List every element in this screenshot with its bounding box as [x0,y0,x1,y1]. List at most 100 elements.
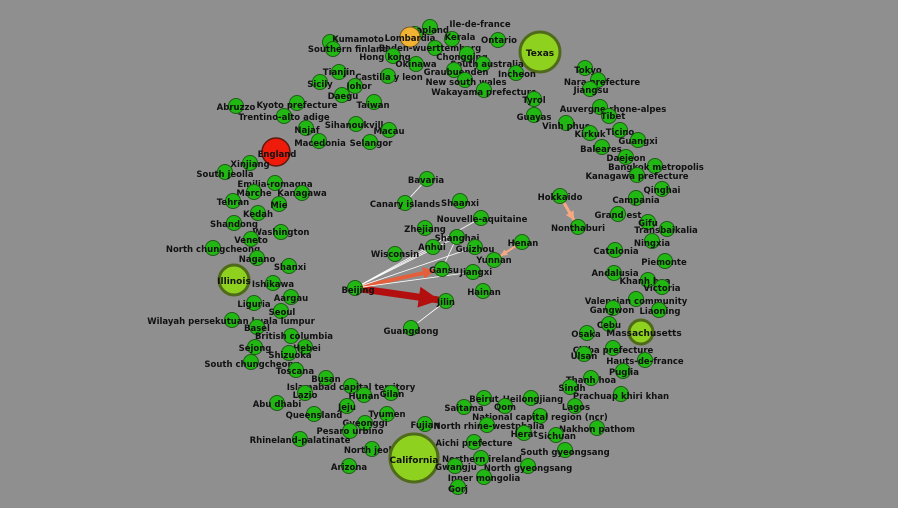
node-circle-busan[interactable] [318,370,334,386]
node-circle-hebei[interactable] [297,339,313,355]
node-circle-gyeonggi[interactable] [357,415,373,431]
node-circle-south-australia[interactable] [475,56,491,72]
node-macedonia[interactable]: Macedonia [294,133,346,150]
node-puglia[interactable]: Puglia [609,363,639,379]
node-graubuenden[interactable]: Graubuenden [424,62,489,79]
node-sihanoukville[interactable]: Sihanoukville [325,116,390,132]
node-liguria[interactable]: Liguria [237,295,271,311]
node-chongqing[interactable]: Chongqing [436,46,488,64]
node-circle-kerala[interactable] [444,31,460,47]
node-circle-tyrol[interactable] [526,91,542,107]
node-circle-chongqing[interactable] [459,46,475,62]
node-shandong[interactable]: Shandong [210,215,258,231]
node-circle-gorj[interactable] [450,479,466,495]
node-aargau[interactable]: Aargau [274,289,308,305]
node-kanagawa-prefecture[interactable]: Kanagawa prefecture [585,167,689,183]
node-circle-tibet[interactable] [601,108,617,124]
node-circle-wilayah-persekutuan-kuala-lumpur[interactable] [224,312,240,328]
node-guangdong[interactable]: Guangdong [384,320,439,338]
node-circle-bangkok-metropolis[interactable] [647,158,663,174]
node-circle-trentino-alto-adige[interactable] [276,108,292,124]
node-fujian[interactable]: Fujian [410,416,440,432]
node-circle-shizuoka[interactable] [281,345,297,361]
node-tokyo[interactable]: Tokyo [574,60,602,77]
node-rhineland-palatinate[interactable]: Rhineland-palatinate [250,431,351,447]
node-hong-kong[interactable]: Hong kong [359,48,411,64]
node-circle-veneto[interactable] [243,231,259,247]
node-circle-queensland[interactable] [306,406,322,422]
node-castilla-y-leon[interactable]: Castilla y leon [355,68,423,84]
node-england[interactable]: England [258,137,297,167]
node-circle-hainan[interactable] [475,283,491,299]
node-circle-piemonte[interactable] [657,253,673,269]
node-andalusia[interactable]: Andalusia [591,265,639,281]
node-saitama[interactable]: Saitama [444,399,484,415]
node-circle-abu-dhabi[interactable] [269,395,285,411]
node-thanh-hoa[interactable]: Thanh hoa [566,370,617,387]
node-circle-guangdong[interactable] [403,320,419,336]
node-circle-washington[interactable] [273,224,289,240]
node-circle-ulsan[interactable] [576,346,592,362]
node-taiwan[interactable]: Taiwan [357,94,390,112]
node-wilayah-persekutuan-kuala-lumpur[interactable]: Wilayah persekutuan kuala lumpur [147,312,316,328]
node-shaanxi[interactable]: Shaanxi [441,193,479,210]
node-campania[interactable]: Campania [612,190,660,207]
node-circle-najaf[interactable] [298,120,314,136]
node-islamabad-capital-territory[interactable]: Islamabad capital territory [287,378,416,394]
node-circle-seoul[interactable] [273,303,289,319]
node-baleares[interactable]: Baleares [580,139,622,156]
node-sejong[interactable]: Sejong [239,339,272,355]
node-circle-zhejiang[interactable] [417,220,433,236]
node-national-capital-region-ncr[interactable]: National capital region (ncr) [472,408,608,424]
node-trentino-alto-adige[interactable]: Trentino-alto adige [238,108,330,124]
node-ticino[interactable]: Ticino [606,122,635,139]
node-circle-toscana[interactable] [288,362,304,378]
node-circle-arizona[interactable] [341,458,357,474]
node-circle-lagos[interactable] [567,398,583,414]
node-emilia-romagna[interactable]: Emilia-romagna [237,175,313,191]
node-circle-kedah[interactable] [250,205,266,221]
node-circle-selangor[interactable] [362,134,378,150]
node-circle-new-south-wales[interactable] [457,72,473,88]
node-nagano[interactable]: Nagano [239,250,276,266]
node-tibet[interactable]: Tibet [601,108,626,124]
node-circle-pesaro-urbino[interactable] [342,423,358,439]
node-prachuap-khiri-khan[interactable]: Prachuap khiri khan [573,386,669,403]
node-circle-england[interactable] [261,137,291,167]
node-circle-incheon[interactable] [508,65,524,81]
node-circle-prachuap-khiri-khan[interactable] [613,386,629,402]
node-circle-northern-ireland[interactable] [473,450,489,466]
node-daegu[interactable]: Daegu [328,87,359,103]
node-south-jeolla[interactable]: South jeolla [196,164,254,181]
node-new-south-wales[interactable]: New south wales [425,72,507,89]
node-ontario[interactable]: Ontario [481,32,517,48]
node-circle-aargau[interactable] [283,289,299,305]
node-circle-ticino[interactable] [612,122,628,138]
node-nouvelle-aquitaine[interactable]: Nouvelle-aquitaine [437,210,528,226]
node-circle-khanh-hoa[interactable] [640,272,656,288]
node-incheon[interactable]: Incheon [498,65,536,81]
node-circle-jilin[interactable] [438,293,454,309]
node-beijing[interactable]: Beijing [341,280,375,297]
node-circle-gansu[interactable] [434,261,450,277]
node-wisconsin[interactable]: Wisconsin [371,246,419,262]
node-circle-daegu[interactable] [334,87,350,103]
node-circle-inner-mongolia[interactable] [476,469,492,485]
node-circle-heilongjiang[interactable] [523,390,539,406]
node-circle-shaanxi[interactable] [452,193,468,209]
node-circle-anhui[interactable] [425,239,441,255]
node-circle-beirut[interactable] [476,390,492,406]
node-vinh-phuc[interactable]: Vinh phuc [542,115,590,133]
node-circle-gilan[interactable] [383,385,399,401]
node-circle-liaoning[interactable] [651,302,667,318]
node-gangwon[interactable]: Gangwon [590,300,635,317]
node-north-chungcheong[interactable]: North chungcheong [166,240,260,256]
node-macau[interactable]: Macau [373,122,405,138]
node-circle-north-rhine-westphalia[interactable] [479,417,495,433]
node-beirut[interactable]: Beirut [469,390,499,406]
node-ishikawa[interactable]: Ishikawa [252,275,294,291]
node-busan[interactable]: Busan [311,370,341,386]
node-circle-taiwan[interactable] [366,94,382,110]
node-circle-andalusia[interactable] [606,265,622,281]
node-pesaro-urbino[interactable]: Pesaro urbino [317,423,384,439]
